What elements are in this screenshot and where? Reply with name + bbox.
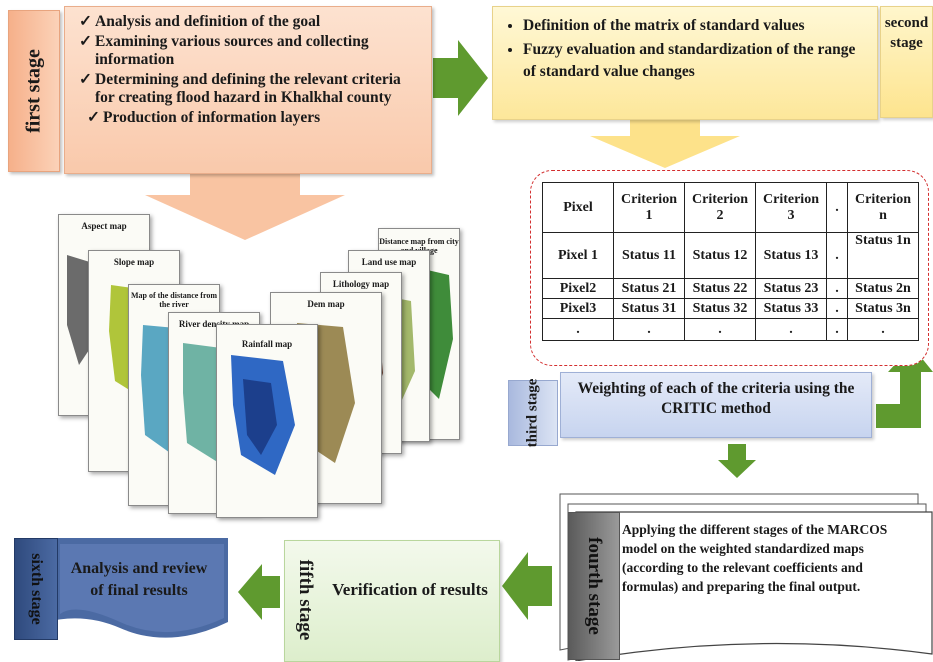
checkmark-icon: ✓ — [79, 33, 92, 50]
arrow-stage3-to-matrix — [876, 346, 933, 428]
matrix-header-cell: Criterion n — [847, 182, 919, 233]
stage6-label: sixth stage — [14, 538, 58, 640]
table-cell: . — [613, 318, 685, 341]
table-row: Pixel3 Status 31 Status 32 Status 33 . S… — [542, 298, 919, 319]
table-cell: . — [684, 318, 756, 341]
stage4-label: fourth stage — [568, 512, 620, 660]
arrow-stage2-to-matrix — [590, 118, 740, 168]
stage1-item: ✓Analysis and definition of the goal — [79, 13, 321, 30]
table-cell: Status 11 — [613, 232, 685, 279]
table-cell: . — [826, 318, 848, 341]
arrow-stage1-to-maps — [145, 172, 345, 240]
table-cell: Status 21 — [613, 278, 685, 299]
table-cell: Pixel3 — [542, 298, 614, 319]
matrix-header-cell: Criterion 2 — [684, 182, 756, 233]
arrow-stage5-to-stage6 — [238, 564, 280, 620]
stage6-text: Analysis and review of final results — [70, 560, 208, 599]
stage5-label: fifth stage — [295, 559, 316, 641]
stage2-box: Definition of the matrix of standard val… — [492, 6, 878, 120]
matrix-header-cell: . — [826, 182, 848, 233]
table-cell: . — [542, 318, 614, 341]
arrow-stage3-to-stage4 — [718, 444, 756, 478]
matrix-header-cell: Criterion 1 — [613, 182, 685, 233]
stage2-item: Fuzzy evaluation and standardization of … — [523, 39, 869, 83]
table-cell: Status 13 — [755, 232, 827, 279]
stage1-item: ✓Production of information layers — [87, 109, 321, 126]
stage2-label: second stage — [880, 6, 933, 118]
checkmark-icon: ✓ — [87, 109, 100, 126]
matrix-header-cell: Pixel — [542, 182, 614, 233]
table-cell: Pixel2 — [542, 278, 614, 299]
table-cell: Status 1n — [847, 232, 919, 279]
arrow-stage1-to-stage2 — [433, 40, 488, 116]
stage2-item: Definition of the matrix of standard val… — [523, 15, 869, 37]
matrix-table: Pixel Criterion 1 Criterion 2 Criterion … — [542, 182, 919, 341]
table-cell: Status 33 — [755, 298, 827, 319]
table-cell: Pixel 1 — [542, 232, 614, 279]
table-cell: . — [826, 232, 848, 279]
table-cell: Status 12 — [684, 232, 756, 279]
stage1-list: ✓Analysis and definition of the goal ✓Ex… — [65, 7, 431, 127]
table-row: Pixel 1 Status 11 Status 12 Status 13 . … — [542, 232, 919, 279]
table-cell: Status 31 — [613, 298, 685, 319]
table-cell: . — [826, 278, 848, 299]
matrix-header-cell: Criterion 3 — [755, 182, 827, 233]
stage3-text: Weighting of each of the criteria using … — [577, 380, 855, 417]
checkmark-icon: ✓ — [79, 71, 92, 88]
stage3-box: Weighting of each of the criteria using … — [560, 372, 872, 438]
stage1-item: ✓Examining various sources and collectin… — [79, 33, 369, 68]
stage1-label: first stage — [8, 10, 60, 172]
stage1-box: ✓Analysis and definition of the goal ✓Ex… — [64, 6, 432, 174]
matrix-header-row: Pixel Criterion 1 Criterion 2 Criterion … — [542, 182, 919, 233]
table-cell: . — [826, 298, 848, 319]
stage1-item: ✓Determining and defining the relevant c… — [79, 71, 401, 106]
arrow-stage4-to-stage5 — [502, 552, 552, 620]
stage3-label: third stage — [508, 379, 558, 447]
map-rainfall: Rainfall map — [216, 324, 318, 518]
table-row: . . . . . . — [542, 318, 919, 341]
stage5-text: Verification of results — [332, 580, 488, 599]
table-cell: . — [755, 318, 827, 341]
table-cell: Status 23 — [755, 278, 827, 299]
table-cell: Status 32 — [684, 298, 756, 319]
stage4-text: Applying the different stages of the MAR… — [622, 522, 888, 594]
table-cell: Status 3n — [847, 298, 919, 319]
table-cell: Status 22 — [684, 278, 756, 299]
table-row: Pixel2 Status 21 Status 22 Status 23 . S… — [542, 278, 919, 299]
table-cell: . — [847, 318, 919, 341]
stage2-list: Definition of the matrix of standard val… — [493, 7, 877, 83]
checkmark-icon: ✓ — [79, 13, 92, 30]
table-cell: Status 2n — [847, 278, 919, 299]
stage6-banner-inner — [60, 544, 224, 633]
map-stack: Distance map from city and village Land … — [58, 214, 460, 518]
